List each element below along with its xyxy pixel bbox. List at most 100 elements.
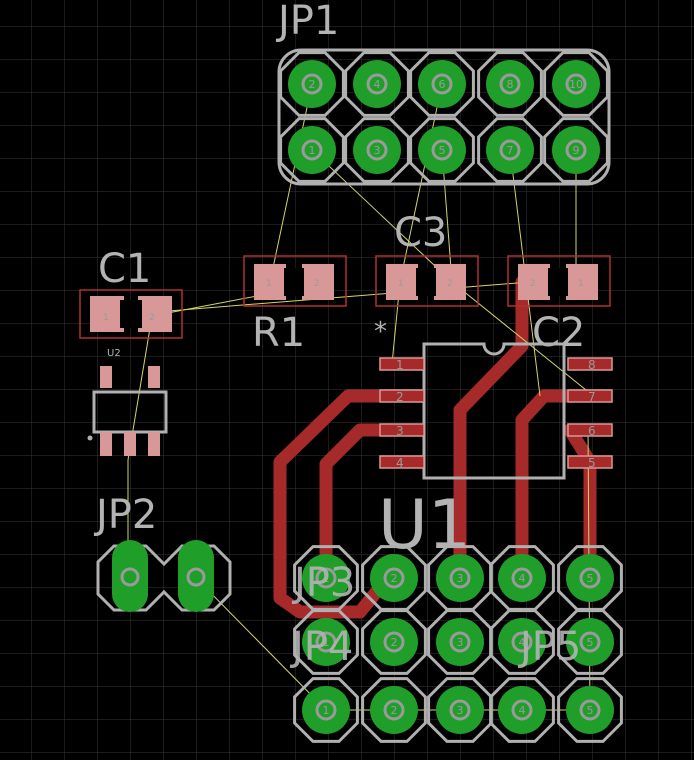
jp2-label: JP2 <box>93 492 157 538</box>
pad-copper <box>498 554 546 602</box>
pad-drill <box>511 699 533 721</box>
u1-pad-1[interactable]: 1 <box>379 357 425 372</box>
jp2-outline <box>96 544 232 612</box>
u1-pad-2[interactable]: 2 <box>379 389 425 404</box>
header-row3-pad-5[interactable]: 5 <box>557 677 623 743</box>
header-row1-pad-2[interactable]: 2 <box>361 545 427 611</box>
jp1-pad-5[interactable]: 5 <box>409 117 475 183</box>
header-row1-pad-5[interactable]: 5 <box>557 545 623 611</box>
c2-pad-1[interactable] <box>518 264 550 300</box>
pad-copper <box>302 618 350 666</box>
pad-copper <box>288 60 336 108</box>
u2-pad[interactable] <box>100 432 112 456</box>
pad-drill <box>383 567 405 589</box>
pad-number: 1 <box>323 572 330 585</box>
pad-number: 1 <box>309 144 316 157</box>
pad-outline <box>279 51 345 117</box>
header-row3-pad-1[interactable]: 1 <box>293 677 359 743</box>
jp1-pad-2[interactable]: 2 <box>279 51 345 117</box>
c2-pad-2[interactable] <box>566 264 598 300</box>
jp1-pad-9[interactable]: 9 <box>543 117 609 183</box>
header-row1-pad-4[interactable]: 4 <box>489 545 555 611</box>
u2-pad[interactable] <box>148 366 160 388</box>
jp2-pad-2[interactable] <box>178 540 214 612</box>
r1-pad-1[interactable] <box>254 264 286 300</box>
pad-drill <box>579 699 601 721</box>
header-row3-pad-3[interactable]: 3 <box>427 677 493 743</box>
c3-pad-1[interactable] <box>386 264 418 300</box>
header-row1-pad-3[interactable]: 3 <box>427 545 493 611</box>
pad-copper <box>370 686 418 734</box>
pad-number: 8 <box>507 78 514 91</box>
pad-copper <box>498 686 546 734</box>
header-row2-pad-2[interactable]: 2 <box>361 609 427 675</box>
jp1-pad-8[interactable]: 8 <box>477 51 543 117</box>
pad-number: 5 <box>587 704 594 717</box>
u1-pad-6[interactable]: 6 <box>567 423 613 438</box>
pad-copper <box>418 60 466 108</box>
u1-pads: 1 2 3 4 8 7 6 5 <box>379 357 613 470</box>
header-row2-pad-3[interactable]: 3 <box>427 609 493 675</box>
pad-drill <box>449 567 471 589</box>
pad-number: 2 <box>391 572 398 585</box>
u2-pad[interactable] <box>148 432 160 456</box>
pad-copper <box>567 455 613 469</box>
c1-pad-2[interactable] <box>138 296 172 332</box>
pad-drill <box>449 699 471 721</box>
header-row2-pad-4[interactable]: 4 <box>489 609 555 675</box>
pad-drill <box>565 73 587 95</box>
c2-pad-1-number: 2 <box>530 279 536 289</box>
u1-pad-5[interactable]: 5 <box>567 455 613 470</box>
pad-copper <box>566 618 614 666</box>
u1-pad-4[interactable]: 4 <box>379 455 425 470</box>
pad-outline <box>361 609 427 675</box>
u2-label: U2 <box>107 348 121 359</box>
jp1-pad-10[interactable]: 10 <box>543 51 609 117</box>
jp1-pad-3[interactable]: 3 <box>344 117 410 183</box>
jp1-pad-6[interactable]: 6 <box>409 51 475 117</box>
c1-pad-1[interactable] <box>90 296 124 332</box>
u2-pad[interactable] <box>100 366 112 388</box>
pad-drill <box>449 631 471 653</box>
pad-drill <box>431 73 453 95</box>
trace-u1-3-to-jp3-1 <box>319 423 399 583</box>
jp2-pad-1[interactable] <box>112 540 148 612</box>
pad-number: 8 <box>588 358 596 372</box>
c3-body <box>416 268 436 296</box>
pad-number: 5 <box>587 572 594 585</box>
pad-drill <box>366 139 388 161</box>
pad-copper <box>436 554 484 602</box>
jp1-pad-7[interactable]: 7 <box>477 117 543 183</box>
header-row3-pad-2[interactable]: 2 <box>361 677 427 743</box>
pad-number: 1 <box>323 636 330 649</box>
u1-pad-7[interactable]: 7 <box>567 389 613 404</box>
r1-pad-1-number: 1 <box>266 279 272 289</box>
pad-number: 2 <box>391 636 398 649</box>
pad-copper <box>418 126 466 174</box>
c3-pad-2-number: 2 <box>447 279 453 289</box>
pad-drill <box>315 567 337 589</box>
r1-label: R1 <box>252 310 305 356</box>
u1-pad-8[interactable]: 8 <box>567 357 613 372</box>
header-row2-pad-1[interactable]: 1 <box>293 609 359 675</box>
header-row3-pad-4[interactable]: 4 <box>489 677 555 743</box>
u2-pad[interactable] <box>124 432 136 456</box>
pad-drill <box>383 699 405 721</box>
pad-drill <box>315 631 337 653</box>
jp1-pad-4[interactable]: 4 <box>344 51 410 117</box>
pad-copper <box>302 554 350 602</box>
c2-outline <box>507 255 611 307</box>
r1-pad-2[interactable] <box>302 264 334 300</box>
jp1-pad-1[interactable]: 1 <box>279 117 345 183</box>
pad-outline <box>409 117 475 183</box>
u1-pad-3[interactable]: 3 <box>379 423 425 438</box>
c3-pad-2[interactable] <box>434 264 466 300</box>
pad-number: 3 <box>396 424 404 438</box>
header-row2-pad-5[interactable]: 5 <box>557 609 623 675</box>
pad-drill <box>499 139 521 161</box>
pad-outline <box>489 609 555 675</box>
pad-copper <box>353 126 401 174</box>
u2-pin1-dot <box>87 435 93 441</box>
